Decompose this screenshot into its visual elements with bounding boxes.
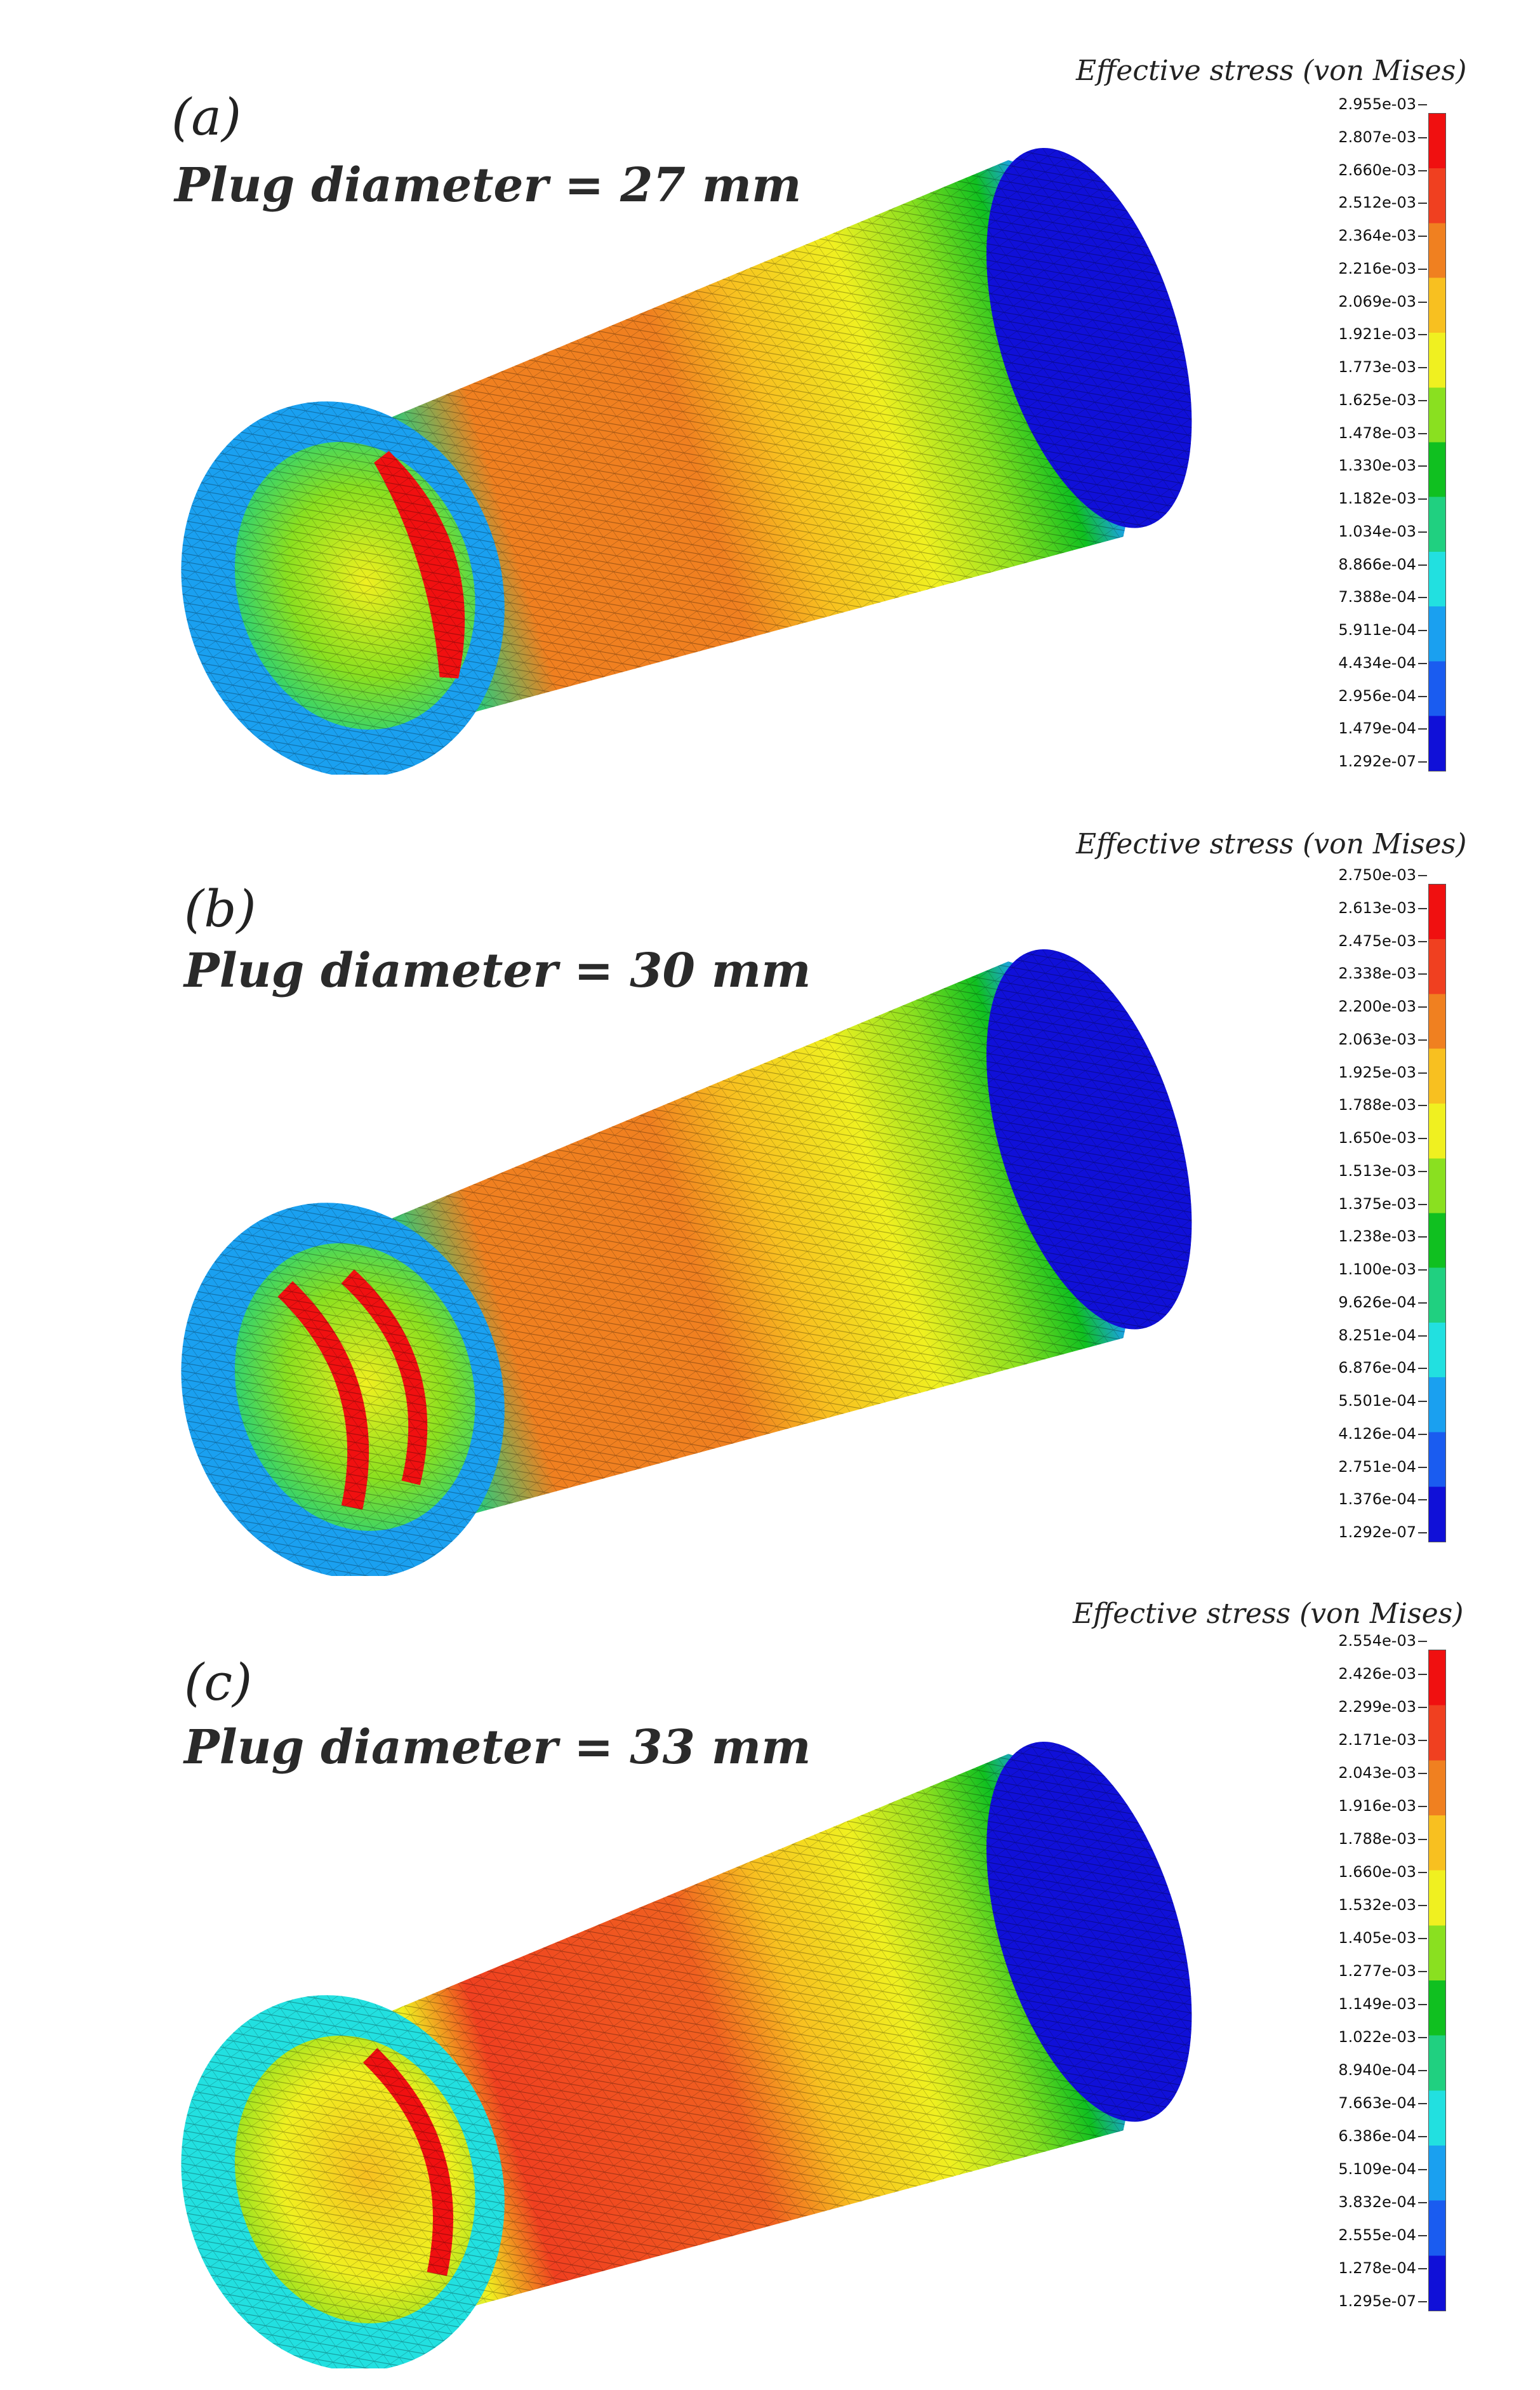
legend-tick-label: 1.513e-03 [1338, 1163, 1427, 1178]
legend-tick-label: 2.613e-03 [1338, 900, 1427, 916]
legend-tick-label: 1.278e-04 [1338, 2260, 1427, 2276]
legend-tick-label: 1.773e-03 [1338, 359, 1427, 375]
legend-tick-label: 2.512e-03 [1338, 195, 1427, 210]
legend-title: Effective stress (von Mises) [1076, 828, 1467, 860]
legend-tick-label: 1.149e-03 [1338, 1996, 1427, 2012]
legend-tick-label: 1.405e-03 [1338, 1930, 1427, 1946]
legend-tick-label: 1.292e-07 [1338, 754, 1427, 769]
legend-title: Effective stress (von Mises) [1073, 1598, 1464, 1630]
panel-description: Plug diameter = 30 mm [184, 944, 811, 998]
legend-tick-label: 1.100e-03 [1338, 1262, 1427, 1277]
legend-tick-label: 4.126e-04 [1338, 1426, 1427, 1441]
legend-tick-label: 1.376e-04 [1338, 1492, 1427, 1507]
legend-tick-label: 1.182e-03 [1338, 491, 1427, 506]
legend-tick-label: 7.388e-04 [1338, 589, 1427, 604]
legend-tick-label: 2.955e-03 [1338, 97, 1427, 112]
legend-title: Effective stress (von Mises) [1076, 55, 1467, 87]
legend-tick-label: 1.532e-03 [1338, 1897, 1427, 1913]
legend-tick-label: 9.626e-04 [1338, 1295, 1427, 1310]
legend-tick-label: 1.650e-03 [1338, 1130, 1427, 1145]
legend-tick-label: 1.330e-03 [1338, 458, 1427, 473]
legend-tick-label: 2.751e-04 [1338, 1459, 1427, 1474]
panel-label: (c) [184, 1653, 253, 1712]
tube-model-b [181, 949, 1192, 1576]
legend-tick-label: 1.925e-03 [1338, 1065, 1427, 1080]
panel-c: (c) Plug diameter = 33 mm Effective stre… [0, 1594, 1540, 2368]
legend-tick-label: 2.171e-03 [1338, 1732, 1427, 1747]
legend-tick-label: 2.956e-04 [1338, 688, 1427, 704]
legend-tick-label: 1.660e-03 [1338, 1864, 1427, 1879]
legend-tick-label: 1.788e-03 [1338, 1831, 1427, 1846]
legend-tick-label: 6.386e-04 [1338, 2128, 1427, 2144]
color-scale-bar [1428, 884, 1446, 1542]
legend-tick-label: 4.434e-04 [1338, 655, 1427, 671]
legend-tick-label: 2.750e-03 [1338, 867, 1427, 883]
legend-tick-label: 1.295e-07 [1338, 2293, 1427, 2309]
panel-description: Plug diameter = 33 mm [184, 1720, 811, 1775]
legend-tick-label: 2.364e-03 [1338, 228, 1427, 243]
legend-tick-label: 1.921e-03 [1338, 326, 1427, 342]
legend-tick-label: 2.660e-03 [1338, 163, 1427, 178]
legend-tick-label: 5.911e-04 [1338, 622, 1427, 638]
legend-tick-label: 3.832e-04 [1338, 2194, 1427, 2210]
legend-tick-label: 6.876e-04 [1338, 1360, 1427, 1375]
legend-tick-label: 2.200e-03 [1338, 999, 1427, 1014]
panel-description: Plug diameter = 27 mm [175, 158, 802, 213]
legend-tick-label: 1.478e-03 [1338, 425, 1427, 441]
legend-tick-label: 5.501e-04 [1338, 1393, 1427, 1408]
legend-tick-label: 2.043e-03 [1338, 1765, 1427, 1780]
legend-tick-label: 1.277e-03 [1338, 1963, 1427, 1979]
legend-tick-label: 8.251e-04 [1338, 1328, 1427, 1343]
legend-tick-label: 1.479e-04 [1338, 721, 1427, 736]
tube-model-c [181, 1742, 1192, 2368]
legend-tick-label: 1.625e-03 [1338, 392, 1427, 408]
legend-tick-label: 1.034e-03 [1338, 524, 1427, 539]
tube-model-a [181, 148, 1192, 775]
panel-label: (a) [171, 88, 242, 147]
legend-tick-label: 1.292e-07 [1338, 1525, 1427, 1540]
legend-tick-label: 8.940e-04 [1338, 2062, 1427, 2078]
legend-tick-label: 1.238e-03 [1338, 1229, 1427, 1244]
legend-tick-label: 1.022e-03 [1338, 2029, 1427, 2045]
legend-tick-label: 7.663e-04 [1338, 2095, 1427, 2111]
legend-tick-label: 1.916e-03 [1338, 1798, 1427, 1813]
legend-tick-label: 2.554e-03 [1338, 1633, 1427, 1648]
panel-b: (b) Plug diameter = 30 mm Effective stre… [0, 801, 1540, 1576]
legend-tick-label: 2.063e-03 [1338, 1032, 1427, 1047]
legend-tick-label: 2.216e-03 [1338, 261, 1427, 276]
legend-tick-label: 2.069e-03 [1338, 294, 1427, 309]
legend-tick-label: 2.426e-03 [1338, 1666, 1427, 1681]
legend-tick-label: 2.299e-03 [1338, 1699, 1427, 1714]
panel-a: (a) Plug diameter = 27 mm Effective stre… [0, 0, 1540, 775]
legend-tick-label: 2.475e-03 [1338, 933, 1427, 949]
legend-tick-label: 2.807e-03 [1338, 130, 1427, 145]
legend-tick-label: 5.109e-04 [1338, 2161, 1427, 2177]
legend-tick-label: 8.866e-04 [1338, 557, 1427, 572]
legend-tick-label: 1.375e-03 [1338, 1196, 1427, 1212]
legend-tick-label: 2.555e-04 [1338, 2227, 1427, 2243]
legend-tick-label: 1.788e-03 [1338, 1097, 1427, 1112]
panel-label: (b) [184, 879, 256, 938]
color-scale-bar [1428, 113, 1446, 771]
color-scale-bar [1428, 1650, 1446, 2311]
legend-tick-label: 2.338e-03 [1338, 966, 1427, 981]
